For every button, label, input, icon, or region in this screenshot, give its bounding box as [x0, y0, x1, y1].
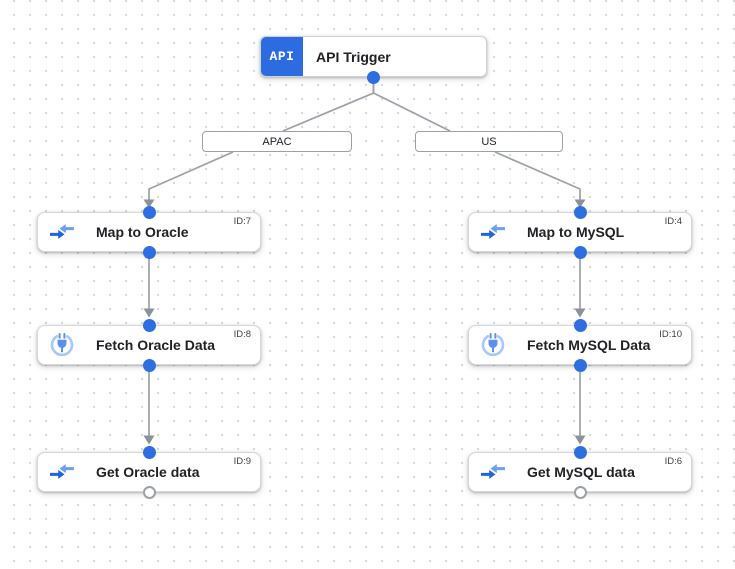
branch-label-us[interactable]: US — [415, 131, 563, 152]
task-title: Get MySQL data — [527, 464, 635, 480]
edge-map-to-oracle-to-fetch-oracle — [143, 253, 155, 318]
data-mapping-icon — [49, 219, 75, 245]
edge-map-to-mysql-to-fetch-mysql — [574, 253, 586, 318]
output-port-dot-empty[interactable] — [142, 485, 156, 499]
branch-label-text: APAC — [262, 135, 292, 148]
connectors-icon — [480, 332, 506, 358]
api-trigger-node[interactable]: API API Trigger — [260, 36, 487, 77]
task-node-map-to-oracle[interactable]: ID:7 Map to Oracle — [37, 212, 261, 252]
api-badge-icon: API — [261, 37, 303, 76]
input-port-dot[interactable] — [573, 445, 587, 459]
edge-fetch-oracle-to-get-oracle — [143, 366, 155, 445]
task-id-badge: ID:7 — [233, 216, 251, 227]
edge-fetch-mysql-to-get-mysql — [574, 366, 586, 445]
task-title: Get Oracle data — [96, 464, 200, 480]
task-node-map-to-mysql[interactable]: ID:4 Map to MySQL — [468, 212, 692, 252]
edge-trigger-to-us — [372, 79, 451, 132]
input-port-dot[interactable] — [142, 318, 156, 332]
output-port-dot[interactable] — [573, 358, 587, 372]
task-node-fetch-mysql-data[interactable]: ID:10 Fetch MySQL Data — [468, 325, 692, 365]
data-mapping-icon — [480, 459, 506, 485]
edge-trigger-to-apac — [282, 79, 375, 132]
task-node-fetch-oracle-data[interactable]: ID:8 Fetch Oracle Data — [37, 325, 261, 365]
task-id-badge: ID:6 — [664, 456, 682, 467]
api-trigger-title: API Trigger — [316, 48, 391, 65]
data-mapping-icon — [49, 459, 75, 485]
task-id-badge: ID:9 — [233, 456, 251, 467]
edge-us-to-map-to-mysql — [494, 151, 586, 208]
output-port-dot[interactable] — [573, 245, 587, 259]
input-port-dot[interactable] — [142, 205, 156, 219]
output-port-dot-empty[interactable] — [573, 485, 587, 499]
task-id-badge: ID:4 — [664, 216, 682, 227]
task-title: Map to MySQL — [527, 224, 625, 240]
branch-label-text: US — [481, 135, 497, 148]
connectors-icon — [49, 332, 75, 358]
data-mapping-icon — [480, 219, 506, 245]
output-port-dot[interactable] — [367, 70, 380, 84]
task-title: Map to Oracle — [96, 224, 189, 240]
edge-apac-to-map-to-oracle — [143, 151, 234, 208]
task-node-get-mysql-data[interactable]: ID:6 Get MySQL data — [468, 452, 692, 492]
task-id-badge: ID:10 — [659, 329, 682, 340]
input-port-dot[interactable] — [142, 445, 156, 459]
task-id-badge: ID:8 — [233, 329, 251, 340]
output-port-dot[interactable] — [142, 245, 156, 259]
output-port-dot[interactable] — [142, 358, 156, 372]
task-title: Fetch MySQL Data — [527, 337, 651, 353]
input-port-dot[interactable] — [573, 205, 587, 219]
task-title: Fetch Oracle Data — [96, 337, 216, 353]
input-port-dot[interactable] — [573, 318, 587, 332]
branch-label-apac[interactable]: APAC — [202, 131, 352, 152]
